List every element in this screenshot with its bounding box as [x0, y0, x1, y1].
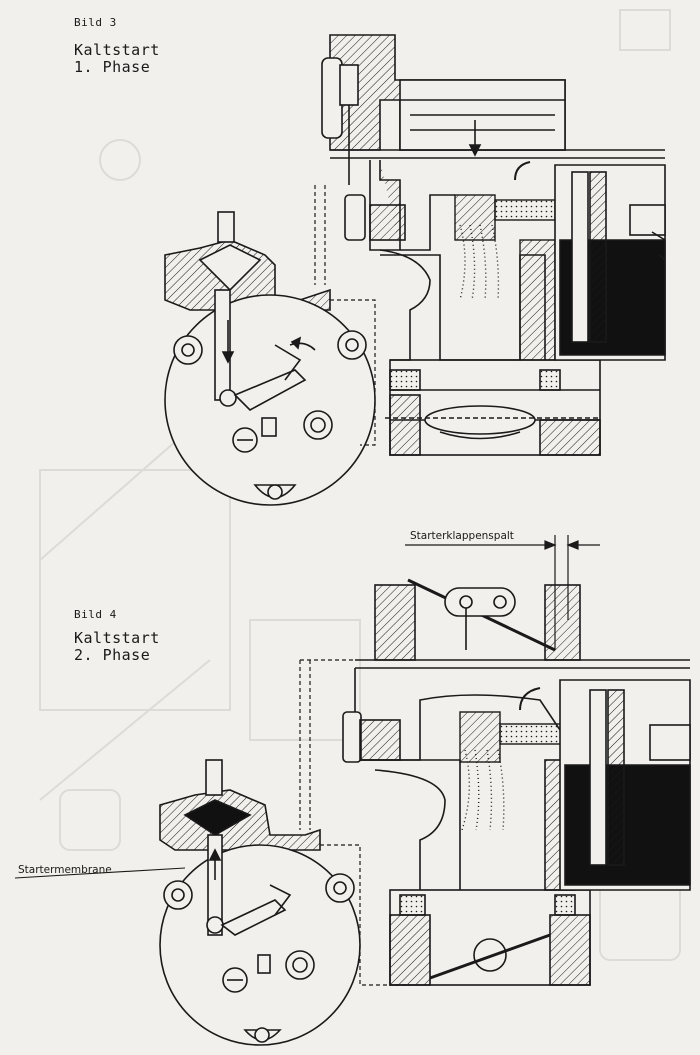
figure3-label: Bild 3: [74, 16, 117, 29]
figure4-vacuum-channel: [299, 659, 395, 986]
figure3-float-chamber: [554, 164, 666, 361]
membrane-leader-line: [14, 867, 186, 879]
figure4-title: Kaltstart 2. Phase: [74, 630, 160, 664]
figure3-main-body: [330, 149, 665, 456]
figure3-title-line1: Kaltstart: [74, 41, 160, 59]
figure4-emulsion-spray: [459, 687, 566, 831]
starter-membrane-callout: Startermembrane: [18, 864, 112, 876]
figure3-title: Kaltstart 1. Phase: [74, 42, 160, 76]
figure4-main-body: [342, 659, 690, 986]
figure4-title-line2: 2. Phase: [74, 646, 151, 664]
figure4-air-horn: [374, 578, 581, 661]
figure3-title-line2: 1. Phase: [74, 58, 151, 76]
figure3-vacuum-channel: [314, 185, 376, 446]
figure3-emulsion-spray: [454, 161, 556, 361]
figure4-float-chamber: [559, 679, 691, 891]
figure3-starter-housing: [164, 211, 376, 506]
figure4-label: Bild 4: [74, 608, 117, 621]
starter-gap-callout: Starterklappenspalt: [410, 530, 514, 542]
figure4-title-line1: Kaltstart: [74, 629, 160, 647]
figure4-starter-housing: [159, 759, 361, 1046]
